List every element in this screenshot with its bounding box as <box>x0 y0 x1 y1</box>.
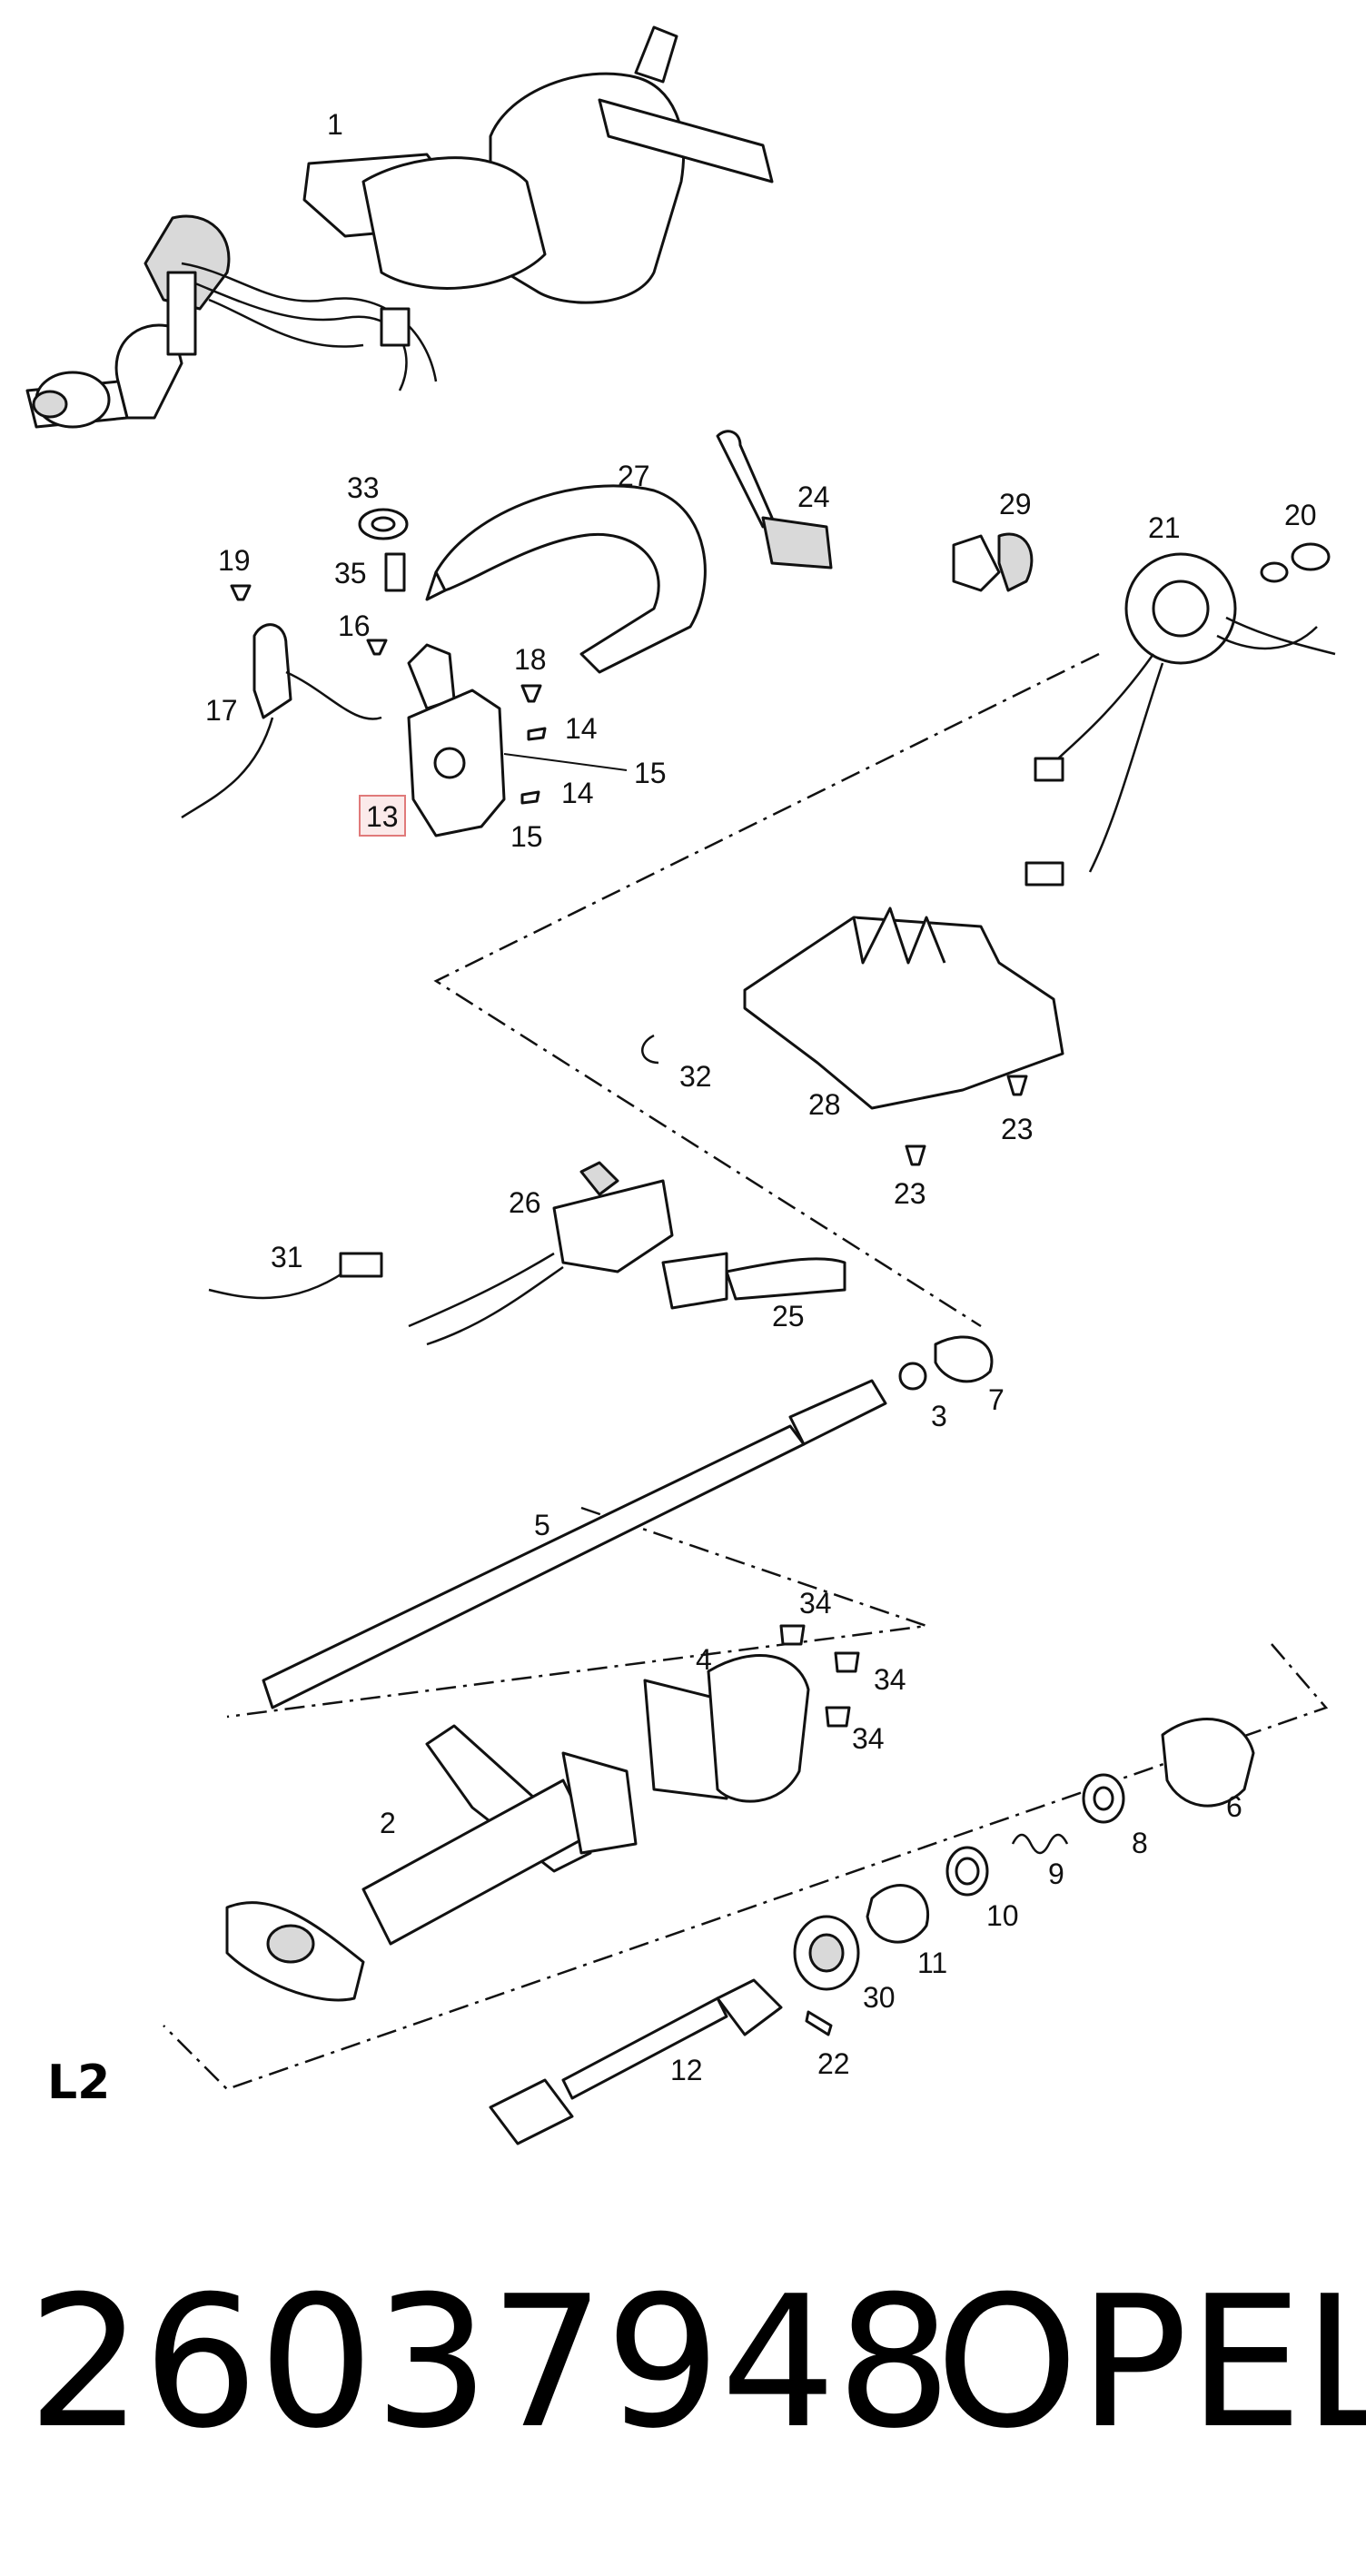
callout-9: 9 <box>1048 1858 1064 1890</box>
steering-shaft-and-column-drawing <box>225 1335 994 2002</box>
callout-4: 4 <box>696 1643 712 1676</box>
lower-shaft-parts-drawing <box>489 1718 1255 2145</box>
lower-shroud-and-switches-drawing <box>208 907 1064 1346</box>
callout-1: 1 <box>327 108 343 141</box>
callout-27: 27 <box>618 460 650 492</box>
callout-24: 24 <box>797 481 830 513</box>
callout-32: 32 <box>679 1060 712 1093</box>
callout-28: 28 <box>808 1088 841 1121</box>
callout-13-highlight-box <box>359 795 406 837</box>
callout-15a: 15 <box>634 757 667 789</box>
callout-23a: 23 <box>1001 1113 1034 1145</box>
callout-18: 18 <box>514 643 547 676</box>
callout-34c: 34 <box>852 1722 885 1755</box>
callout-22: 22 <box>817 2047 850 2080</box>
brand-name: OPEL <box>935 2257 1366 2469</box>
callout-10: 10 <box>986 1899 1019 1932</box>
callout-14a: 14 <box>565 712 598 745</box>
callout-7: 7 <box>988 1383 1005 1416</box>
callout-8: 8 <box>1132 1827 1148 1859</box>
callout-2: 2 <box>380 1807 396 1839</box>
callout-20: 20 <box>1284 499 1317 531</box>
callout-19: 19 <box>218 544 251 577</box>
part-number: 26037948 <box>27 2257 952 2469</box>
callout-33: 33 <box>347 471 380 504</box>
callout-34b: 34 <box>874 1663 906 1696</box>
callout-12: 12 <box>670 2054 703 2086</box>
callout-31: 31 <box>271 1241 303 1273</box>
callout-3: 3 <box>931 1400 947 1432</box>
callout-35: 35 <box>334 557 367 590</box>
steering-column-assembly-drawing <box>25 25 774 429</box>
callout-21: 21 <box>1148 511 1181 544</box>
callout-labels: 1 33 27 24 29 21 20 19 35 16 18 14 15 17… <box>205 108 1317 2086</box>
callout-29: 29 <box>999 488 1032 520</box>
callout-16: 16 <box>338 609 371 642</box>
callout-34a: 34 <box>799 1587 832 1620</box>
callout-17: 17 <box>205 694 238 727</box>
switch-and-shroud-parts-drawing <box>181 430 1336 887</box>
callout-30: 30 <box>863 1981 896 2014</box>
callout-14b: 14 <box>561 777 594 809</box>
callout-26: 26 <box>509 1186 541 1219</box>
callout-13: 13 <box>366 800 399 833</box>
callout-11: 11 <box>917 1947 947 1979</box>
callout-15b: 15 <box>510 820 543 853</box>
section-label: L2 <box>47 2056 110 2110</box>
callout-25: 25 <box>772 1300 805 1333</box>
callout-23b: 23 <box>894 1177 926 1210</box>
callout-5: 5 <box>534 1509 550 1541</box>
assembly-boundary-lines <box>163 652 1329 2091</box>
callout-6: 6 <box>1226 1790 1242 1823</box>
